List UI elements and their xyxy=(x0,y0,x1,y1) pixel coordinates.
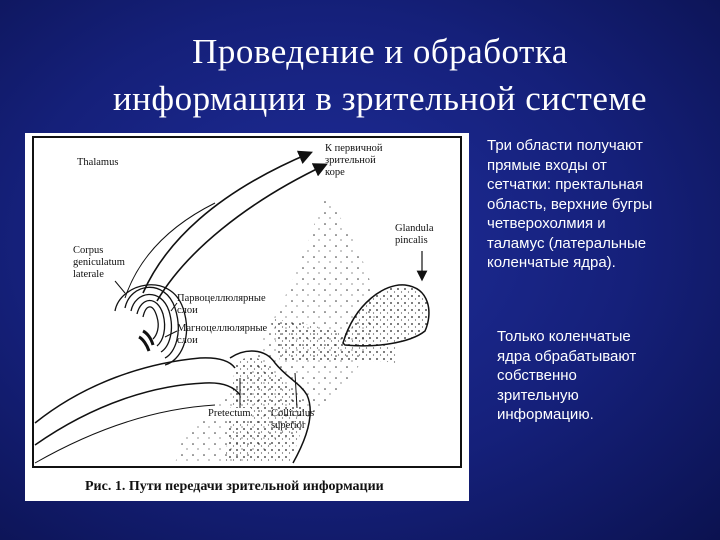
dotted-band xyxy=(270,318,397,363)
para2-line: зрительную xyxy=(497,386,579,404)
title-line-1: Проведение и обработка xyxy=(192,32,568,71)
corpus-pointer xyxy=(114,280,126,294)
label-magnocellular: Магноцеллюлярные слои xyxy=(177,323,268,346)
text-paragraph-2: Только коленчатые ядра обрабатывают собс… xyxy=(497,327,697,425)
diagram-figure: Thalamus К первичной зрительной коре Gla… xyxy=(25,133,469,501)
text-paragraph-1: Три области получают прямые входы от сет… xyxy=(487,136,707,273)
pineal-gland-shape xyxy=(342,284,430,347)
colliculus-pointer xyxy=(294,372,298,409)
parvo-pointer xyxy=(170,302,178,312)
tectum-outline xyxy=(229,350,311,464)
magno-pointer xyxy=(164,330,178,338)
title-line-2: информации в зрительной системе xyxy=(112,79,648,118)
optic-tract-lower xyxy=(34,382,241,446)
para2-line: ядра обрабатывают xyxy=(497,347,637,365)
label-thalamus: Thalamus xyxy=(77,157,119,169)
para1-line: сетчатки: пректаль­ная xyxy=(487,176,644,193)
lgn-layers xyxy=(114,284,188,366)
slide-title: Проведение и обработка информации в зрит… xyxy=(40,28,720,122)
para2-line: собственно xyxy=(497,367,577,384)
para2-line: Только коленчатые xyxy=(497,328,631,345)
label-corpus-geniculatum: Corpus geniculatum laterale xyxy=(73,245,125,280)
para1-line: коленчатые ядра). xyxy=(487,254,616,271)
label-glandula-pinealis: Glandula pincalis xyxy=(395,223,434,246)
para1-line: прямые входы от xyxy=(487,156,607,174)
para1-line: область, верхние бугры xyxy=(487,195,653,213)
optic-tract-base xyxy=(34,404,216,464)
para1-line: четверохолмия и xyxy=(487,215,606,232)
figure-caption: Рис. 1. Пути передачи зрительной информа… xyxy=(85,479,384,494)
visual-pathway-drawing xyxy=(32,136,462,468)
para1-line: Три области получают xyxy=(487,137,643,154)
radiation-arrow-1 xyxy=(142,150,313,294)
para2-line: информацию. xyxy=(497,406,594,423)
radiation-arrow-2 xyxy=(156,163,328,302)
lgn-dark-core xyxy=(138,329,155,352)
optic-tract-upper xyxy=(34,357,236,424)
figure-frame xyxy=(32,136,462,468)
label-pretectum: Pretectum xyxy=(208,408,251,420)
label-parvocellular: Парвоцеллюлярные слои xyxy=(177,293,266,316)
label-to-cortex: К первичной зрительной коре xyxy=(325,143,383,178)
radiation-edge xyxy=(124,202,216,299)
label-colliculus-superior: Colliculus superior xyxy=(271,408,315,431)
colliculus-dots xyxy=(225,357,303,463)
para1-line: таламус (латеральные xyxy=(487,234,647,252)
